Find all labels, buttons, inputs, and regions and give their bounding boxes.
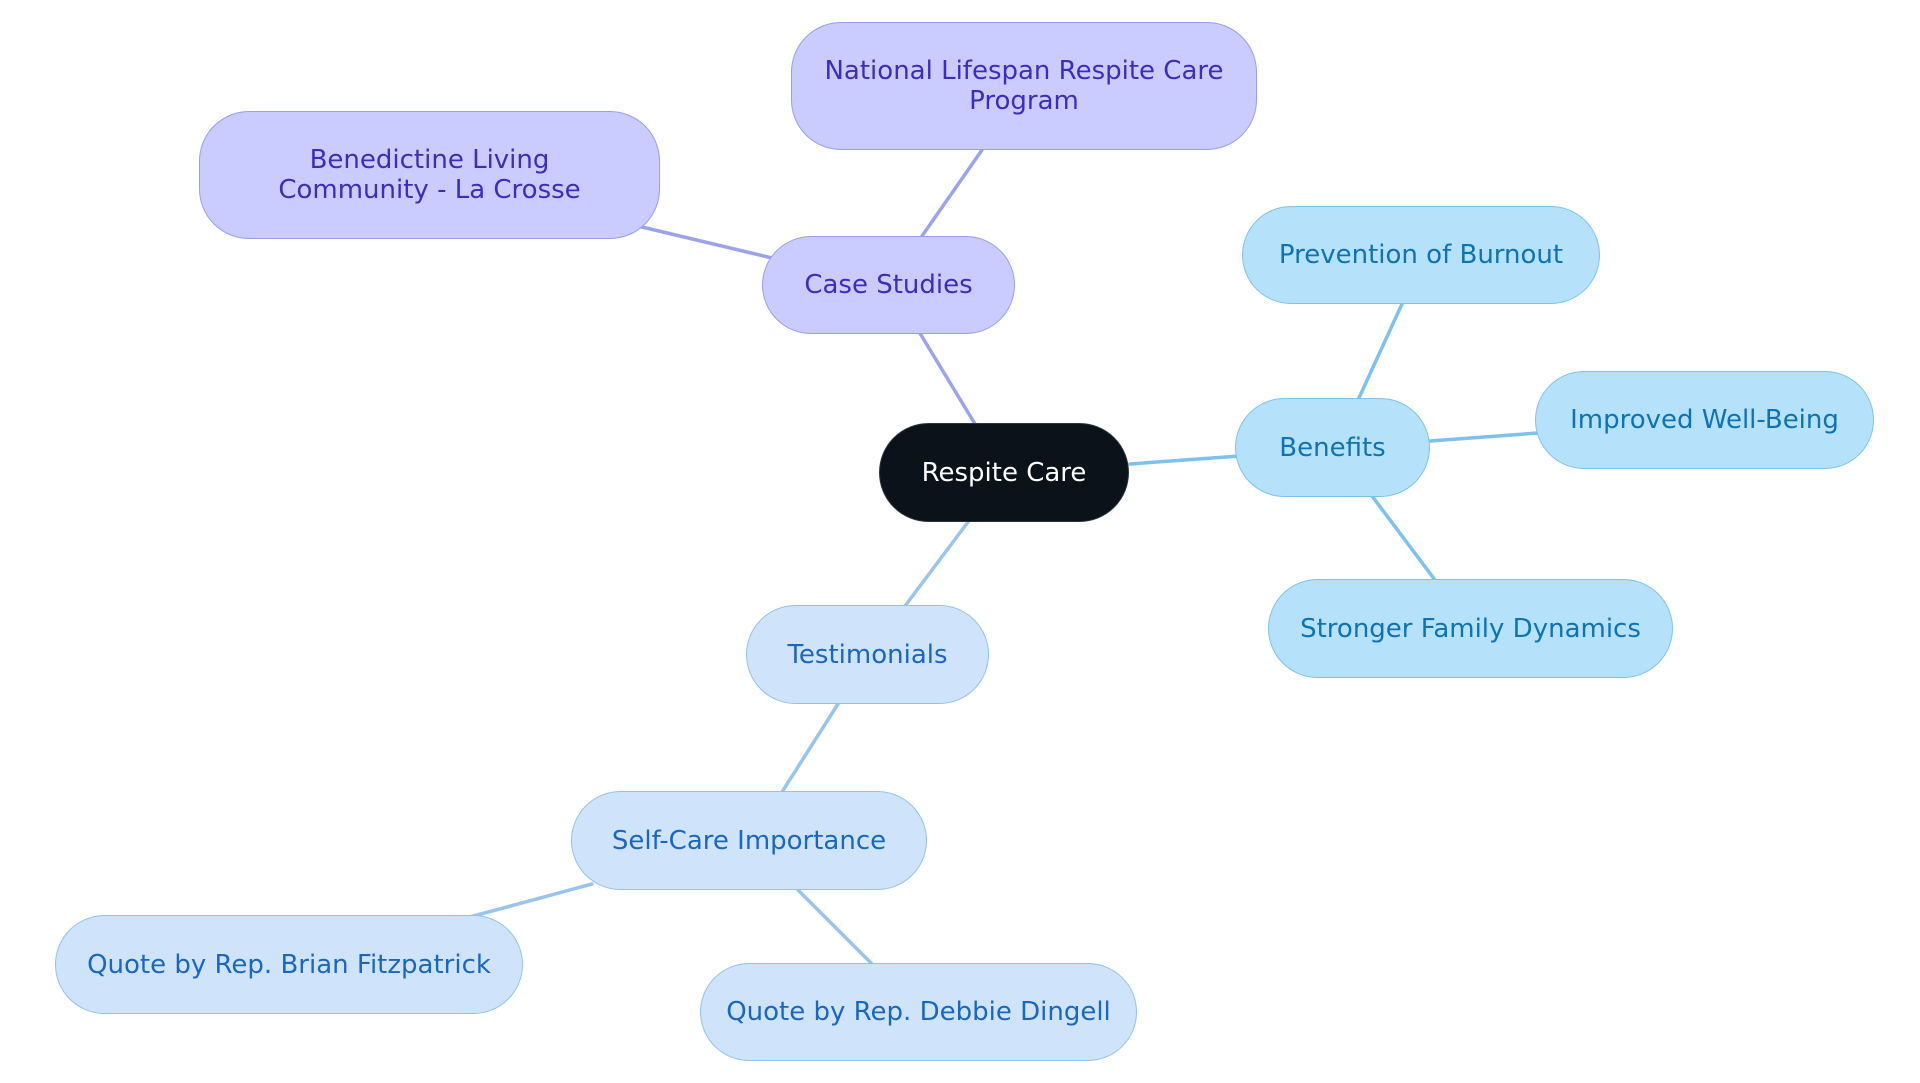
edge-benefits-prevention — [1356, 302, 1404, 402]
edge-benefits-improved — [1428, 431, 1540, 443]
edge-testimonials-self-care — [780, 702, 840, 794]
edge-root-case-studies — [916, 328, 977, 426]
edge-self-care-dingell — [796, 888, 874, 966]
case-studies-label: Case Studies — [804, 270, 973, 300]
edge-case-studies-national-program — [920, 148, 984, 238]
improved-well-being-label: Improved Well-Being — [1570, 405, 1839, 435]
quote-fitzpatrick-node[interactable]: Quote by Rep. Brian Fitzpatrick — [55, 915, 523, 1014]
improved-well-being-node[interactable]: Improved Well-Being — [1535, 371, 1874, 469]
prevention-of-burnout-node[interactable]: Prevention of Burnout — [1242, 206, 1600, 304]
edge-benefits-stronger — [1370, 494, 1437, 582]
edge-root-benefits — [1128, 454, 1242, 466]
quote-dingell-label: Quote by Rep. Debbie Dingell — [726, 997, 1111, 1027]
stronger-family-dynamics-node[interactable]: Stronger Family Dynamics — [1268, 579, 1673, 678]
benedictine-label: Benedictine Living Community - La Crosse — [278, 145, 581, 205]
benefits-node[interactable]: Benefits — [1235, 398, 1430, 497]
root-node[interactable]: Respite Care — [879, 423, 1129, 522]
case-studies-node[interactable]: Case Studies — [762, 236, 1015, 334]
edge-self-care-fitzpatrick — [464, 882, 594, 920]
quote-dingell-node[interactable]: Quote by Rep. Debbie Dingell — [700, 963, 1137, 1061]
national-program-label: National Lifespan Respite Care Program — [824, 56, 1224, 116]
quote-fitzpatrick-label: Quote by Rep. Brian Fitzpatrick — [87, 949, 491, 980]
prevention-of-burnout-label: Prevention of Burnout — [1278, 240, 1564, 270]
testimonials-node[interactable]: Testimonials — [746, 605, 989, 704]
testimonials-label: Testimonials — [787, 639, 948, 670]
self-care-importance-node[interactable]: Self-Care Importance — [571, 791, 927, 890]
edge-case-studies-benedictine — [640, 225, 774, 260]
edge-root-testimonials — [903, 520, 970, 608]
benefits-label: Benefits — [1279, 432, 1386, 463]
root-node-label: Respite Care — [921, 457, 1087, 488]
stronger-family-dynamics-label: Stronger Family Dynamics — [1300, 613, 1641, 644]
national-program-node[interactable]: National Lifespan Respite Care Program — [791, 22, 1257, 150]
self-care-importance-label: Self-Care Importance — [611, 825, 887, 856]
benedictine-node[interactable]: Benedictine Living Community - La Crosse — [199, 111, 660, 239]
